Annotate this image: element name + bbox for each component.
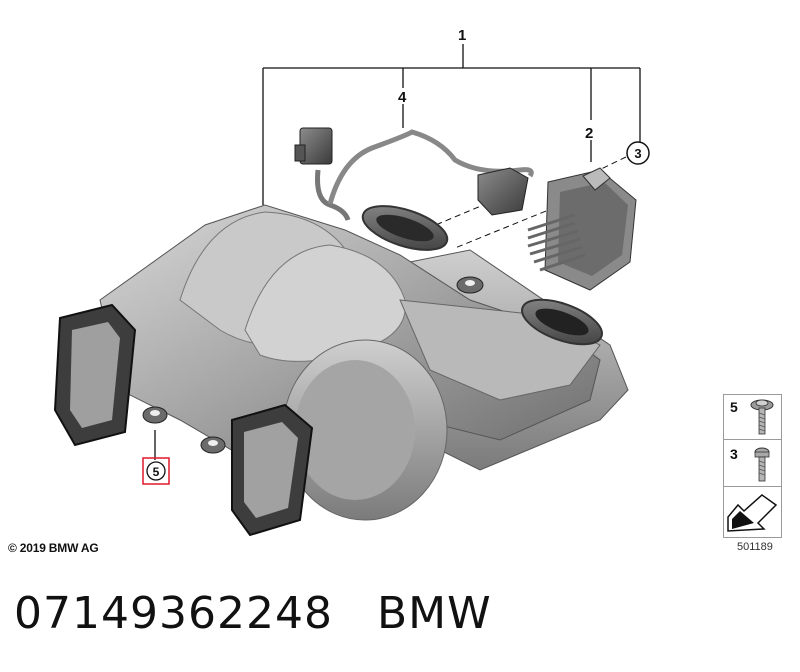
screw-icon [754,447,770,482]
legend-row-screw-5: 5 [724,395,781,440]
legend-row-screw-3: 3 [724,440,781,487]
diagram-reference-code: 501189 [737,541,773,553]
exploded-parts-diagram: 1 4 2 3 5 [53,27,650,537]
callout-4: 4 [398,89,407,106]
brand-name: BMW [376,588,492,639]
collar-screw-icon [750,399,774,435]
callout-3: 3 [634,146,641,161]
legend-row-arrow [724,487,781,536]
wiring-harness [294,127,534,221]
part-number: 07149362248 [14,588,333,639]
intake-manifold [53,204,629,537]
copyright-notice: © 2019 BMW AG [8,541,99,555]
legend-label-5: 5 [730,399,738,415]
control-module [527,167,637,291]
leader-lines [154,44,641,460]
callout-5: 5 [153,465,160,479]
callout-2: 2 [585,125,593,142]
callout-3-circle [626,141,650,165]
callout-5-highlight [142,457,170,485]
arrow-badge-icon [727,494,778,532]
legend-label-3: 3 [730,446,738,462]
part-caption: 07149362248 BMW [14,588,492,639]
callout-1: 1 [458,27,466,44]
hardware-legend: 5 3 [723,394,782,538]
